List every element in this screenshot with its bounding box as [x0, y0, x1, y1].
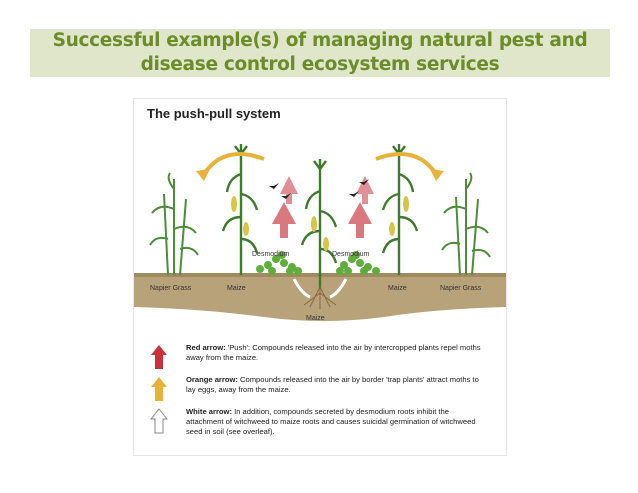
desmodium-cluster	[256, 251, 302, 275]
label-desmodium-right: Desmodium	[332, 251, 370, 258]
moth-icons	[269, 179, 369, 199]
red-push-arrows	[272, 176, 374, 238]
white-arrow-icon	[150, 408, 168, 434]
label-napier-left: Napier Grass	[150, 285, 192, 292]
orange-arrow-icon	[151, 377, 167, 401]
legend-desc-white: In addition, compounds secreted by desmo…	[186, 407, 476, 436]
napier-grass-plant	[441, 172, 491, 276]
desmodium-cluster	[336, 251, 380, 275]
legend-term-red: Red arrow:	[186, 343, 226, 352]
maize-cob-accents	[231, 196, 409, 251]
legend-desc-red: 'Push': Compounds released into the air …	[186, 343, 481, 362]
legend-term-white: White arrow:	[186, 407, 232, 416]
push-pull-figure: The push-pull system	[133, 98, 507, 456]
legend-desc-orange: Compounds released into the air by borde…	[186, 375, 479, 394]
maize-roots	[303, 286, 337, 309]
maize-plant	[300, 159, 338, 289]
slide-title: Successful example(s) of managing natura…	[52, 30, 588, 75]
push-pull-illustration	[134, 144, 506, 321]
label-maize-left: Maize	[227, 285, 246, 292]
maize-plant	[221, 144, 259, 275]
red-arrow-icon	[151, 345, 167, 369]
title-banner: Successful example(s) of managing natura…	[30, 29, 610, 77]
maize-plant	[381, 144, 419, 275]
napier-grass-plant	[149, 172, 199, 276]
label-maize-right: Maize	[388, 285, 407, 292]
label-maize-center: Maize	[306, 315, 325, 322]
white-root-arrows	[292, 278, 348, 299]
figure-heading: The push-pull system	[147, 106, 281, 121]
label-desmodium-left: Desmodium	[252, 251, 290, 258]
label-napier-right: Napier Grass	[440, 285, 482, 292]
orange-pull-arrows	[202, 152, 438, 176]
legend-term-orange: Orange arrow:	[186, 375, 238, 384]
